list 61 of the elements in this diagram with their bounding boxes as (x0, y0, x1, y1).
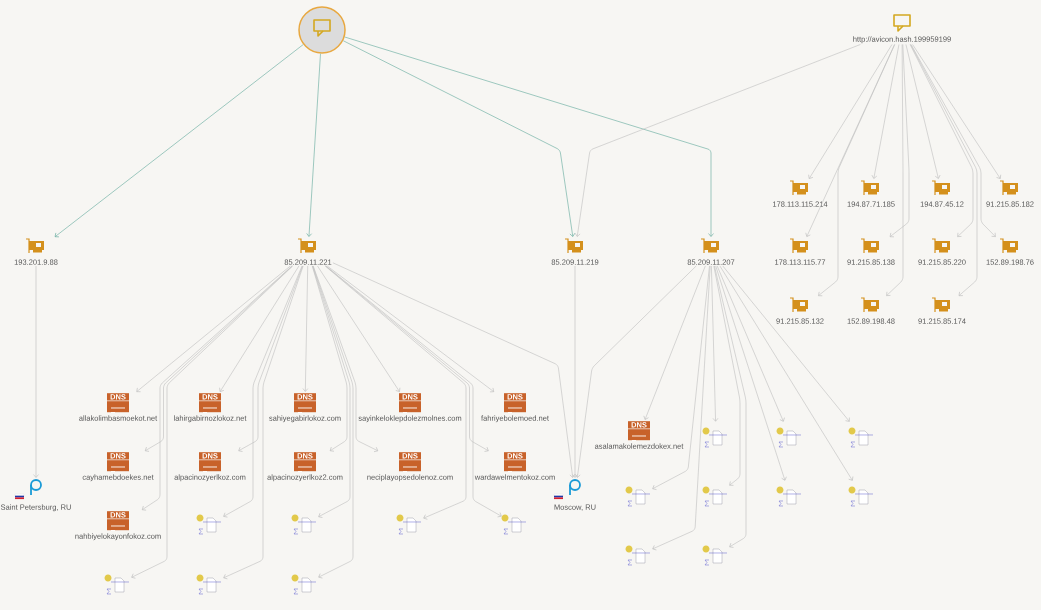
file-drawing (848, 427, 874, 448)
arrow (719, 265, 854, 481)
arrow (652, 265, 711, 551)
arrow (910, 44, 978, 296)
arrow (332, 262, 576, 478)
arrow (317, 265, 401, 392)
file-drawing (702, 486, 728, 507)
file-drawing (104, 574, 130, 595)
arrow (326, 265, 495, 393)
file-drawing (625, 486, 651, 507)
file-drawing (848, 486, 874, 507)
arrow (909, 44, 974, 237)
arrow (643, 265, 706, 420)
arrow (136, 265, 291, 393)
arrow (912, 44, 1002, 179)
arrow (715, 265, 787, 481)
file-drawing (702, 545, 728, 566)
arrow (223, 265, 304, 580)
arrow (871, 44, 900, 179)
arrow (910, 44, 996, 237)
arrow (714, 265, 747, 548)
file-drawing (625, 545, 651, 566)
arrow (713, 265, 741, 486)
file-drawing (702, 427, 728, 448)
arrow (131, 265, 294, 579)
file-drawing (291, 574, 317, 595)
arrow (219, 265, 300, 392)
arrow (54, 44, 304, 238)
arrow (312, 265, 354, 579)
file-drawing (776, 427, 802, 448)
arrow (306, 53, 321, 237)
arrow (324, 265, 467, 520)
arrow (805, 44, 895, 237)
arrow (312, 265, 351, 518)
arrow (711, 265, 719, 422)
arrow (886, 44, 904, 296)
arrow (311, 265, 348, 452)
file-drawing (396, 514, 422, 535)
arrow (312, 265, 379, 452)
arrow (33, 265, 39, 478)
arrow (342, 40, 576, 237)
arrow (722, 265, 850, 422)
arrow (325, 265, 502, 518)
file-drawing (291, 514, 317, 535)
arrow (574, 265, 697, 478)
arrow (572, 265, 578, 478)
speech-bubble-circle (298, 6, 346, 54)
arrow (905, 44, 941, 179)
arrow (716, 265, 785, 422)
arrow (889, 44, 910, 238)
arrow (818, 44, 895, 297)
arrow (344, 36, 714, 237)
arrow (808, 44, 893, 179)
file-drawing (196, 514, 222, 535)
file-drawing (776, 486, 802, 507)
arrow (302, 265, 309, 392)
file-drawing (196, 574, 222, 595)
arrow (574, 44, 861, 237)
file-drawing (501, 514, 527, 535)
arrow (141, 265, 293, 511)
arrow (223, 265, 303, 518)
